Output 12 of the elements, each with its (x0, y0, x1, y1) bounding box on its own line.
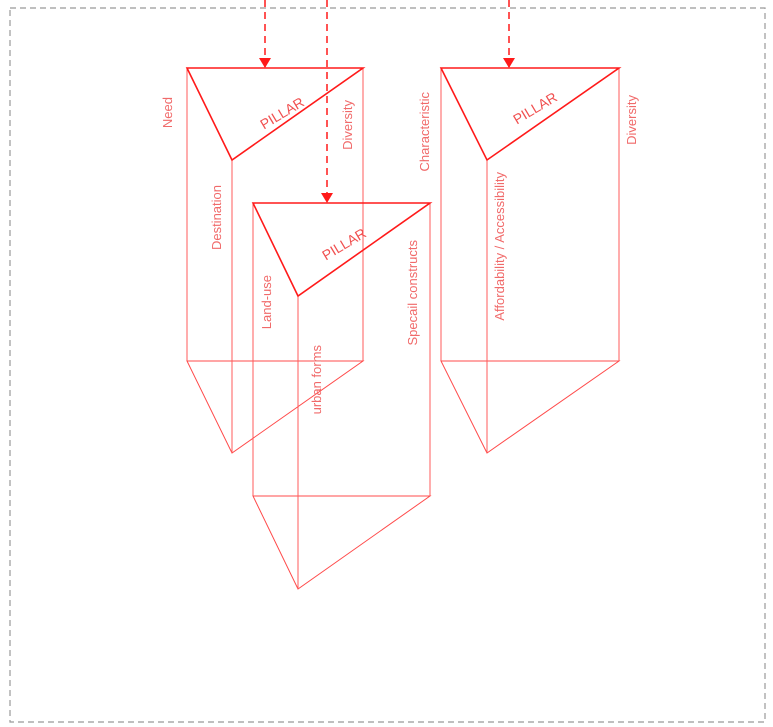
dashed-arrow (321, 0, 333, 203)
side-label: urban forms (309, 345, 325, 414)
dashed-arrow (259, 0, 271, 68)
side-label: Need (160, 97, 176, 128)
side-label: Diversity (624, 95, 640, 145)
dashed-arrow (503, 0, 515, 68)
side-label: Diversity (340, 100, 356, 150)
side-label: Affordability / Accessibility (492, 172, 508, 321)
side-label: Land-use (259, 275, 275, 330)
side-label: Characteristic (417, 92, 433, 172)
side-label: Specail constructs (405, 240, 421, 346)
side-label: Destination (209, 185, 225, 250)
